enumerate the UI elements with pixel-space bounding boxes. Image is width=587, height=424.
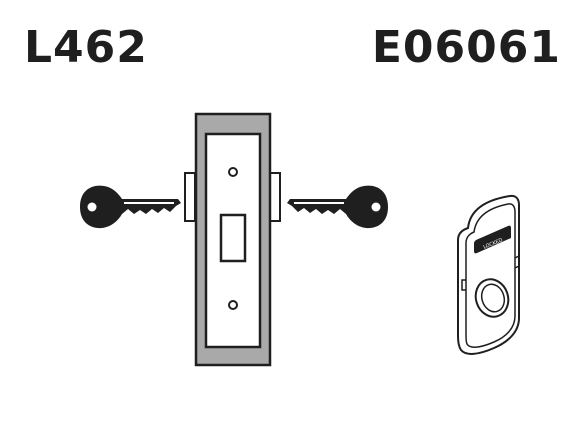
trim-model-code: E06061 bbox=[371, 22, 561, 73]
latch-bolt bbox=[219, 213, 247, 263]
bottom-screw-icon bbox=[228, 300, 238, 310]
escutcheon-trim: LOCKED bbox=[457, 194, 520, 355]
top-screw-icon bbox=[228, 167, 238, 177]
left-key-icon bbox=[80, 185, 181, 229]
lock-model-code: L462 bbox=[24, 22, 148, 73]
right-key-icon bbox=[287, 185, 388, 229]
right-cylinder-tab bbox=[269, 172, 281, 222]
mortise-lock bbox=[184, 112, 281, 367]
left-cylinder-tab bbox=[184, 172, 196, 222]
indicator-window bbox=[474, 225, 511, 254]
